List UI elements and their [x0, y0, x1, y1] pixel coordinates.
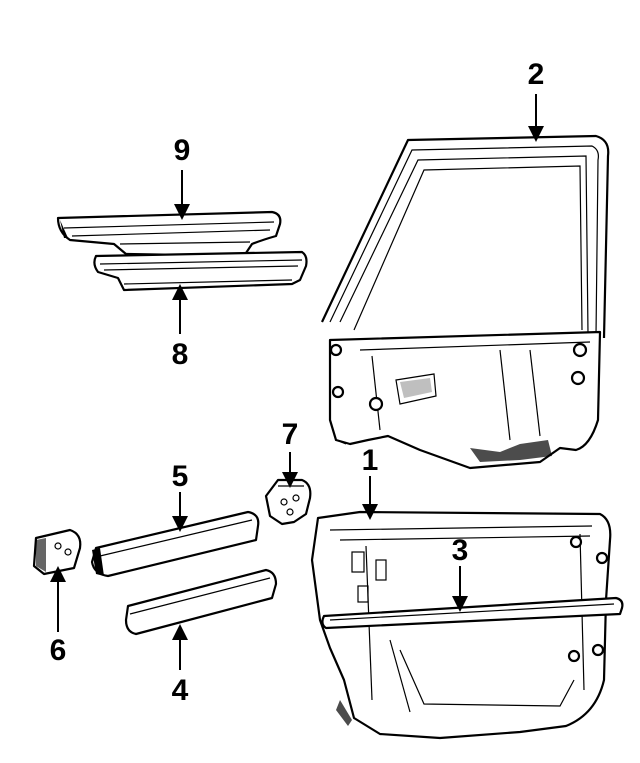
part-8-trim-strip	[93, 250, 308, 292]
part-7-bracket	[264, 478, 312, 526]
callout-leaders	[50, 94, 544, 670]
callout-9: 9	[174, 134, 191, 167]
callout-8: 8	[172, 338, 189, 371]
part-5-molding	[90, 510, 260, 578]
callout-labels: 2 9 8 7 1 5 3 6 4	[50, 58, 545, 707]
part-1-door-shell	[310, 510, 612, 740]
callout-1: 1	[362, 444, 379, 477]
callout-3: 3	[452, 534, 469, 567]
part-6-end-cap	[32, 528, 82, 576]
callout-7: 7	[282, 418, 299, 451]
part-2-door-frame	[321, 134, 610, 470]
callout-2: 2	[528, 58, 545, 91]
part-4-molding	[124, 568, 278, 636]
callout-4: 4	[172, 674, 189, 707]
callout-5: 5	[172, 460, 189, 493]
part-9-trim-strip	[56, 210, 282, 258]
part-3-beam	[321, 596, 624, 630]
callout-6: 6	[50, 634, 67, 667]
